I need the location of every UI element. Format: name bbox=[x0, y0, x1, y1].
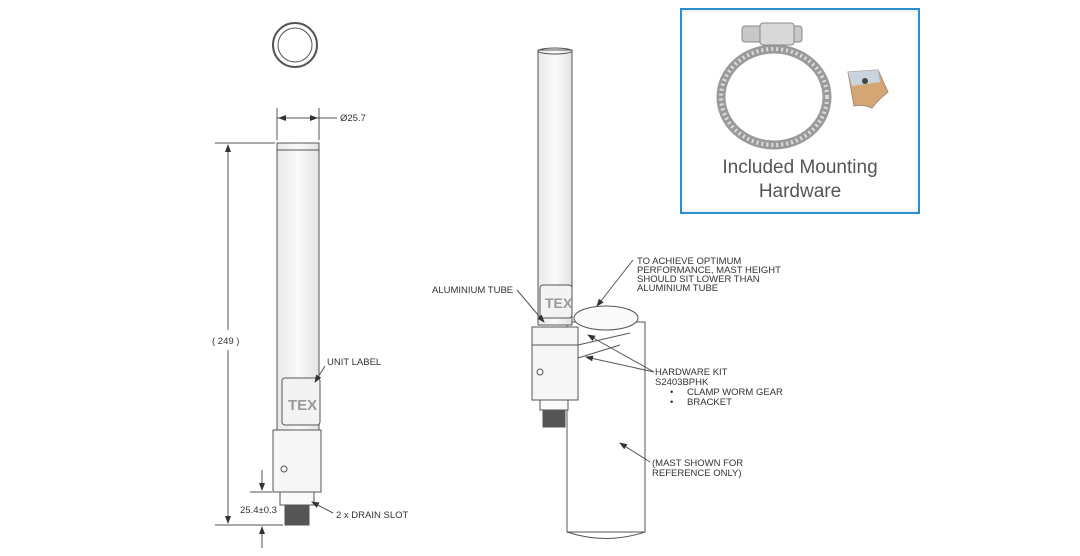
bullet: • bbox=[670, 387, 673, 398]
mast-note-line: (MAST SHOWN FOR bbox=[652, 458, 743, 469]
middle-mounted-drawing bbox=[516, 47, 655, 539]
hardware-kit-item: BRACKET bbox=[687, 397, 732, 408]
hardware-kit-title: HARDWARE KIT bbox=[655, 367, 728, 378]
diameter-label: Ø25.7 bbox=[340, 113, 366, 124]
hardware-images bbox=[716, 22, 889, 150]
height-label: ( 249 ) bbox=[212, 336, 239, 347]
note-line: TO ACHIEVE OPTIMUM bbox=[637, 256, 741, 267]
mast-note-line: REFERENCE ONLY) bbox=[652, 468, 742, 479]
connector-thread bbox=[284, 504, 310, 526]
worm-gear-clamp-image bbox=[716, 22, 832, 150]
hardware-kit-note: HARDWARE KIT S2403BPHK • CLAMP WORM GEAR… bbox=[655, 367, 783, 408]
mounted-label-text: TEX bbox=[545, 295, 573, 311]
optimum-note: TO ACHIEVE OPTIMUM PERFORMANCE, MAST HEI… bbox=[637, 256, 781, 294]
top-view-ring bbox=[272, 22, 318, 68]
unit-label-callout: UNIT LABEL bbox=[327, 357, 381, 368]
mast bbox=[566, 321, 646, 533]
aluminium-tube-callout: ALUMINIUM TUBE bbox=[432, 285, 513, 296]
unit-label-text: TEX bbox=[288, 397, 317, 414]
clamp-collar bbox=[531, 326, 579, 401]
bullet: • bbox=[670, 397, 673, 408]
bracket-ring bbox=[573, 305, 639, 331]
note-line: SHOULD SIT LOWER THAN bbox=[637, 274, 760, 285]
inset-caption: Included Mounting Hardware bbox=[682, 156, 918, 204]
note-line: PERFORMANCE, MAST HEIGHT bbox=[637, 265, 781, 276]
note-line: ALUMINIUM TUBE bbox=[637, 283, 718, 294]
bracket-image bbox=[847, 69, 889, 109]
hardware-kit-part-number: S2403BPHK bbox=[655, 377, 709, 388]
left-antenna-drawing bbox=[215, 22, 337, 548]
included-hardware-panel: Included Mounting Hardware bbox=[680, 8, 920, 214]
hardware-kit-item: CLAMP WORM GEAR bbox=[687, 387, 783, 398]
antenna-collar bbox=[272, 429, 322, 493]
base-dimension-label: 25.4±0.3 bbox=[240, 505, 277, 516]
caption-line: Hardware bbox=[758, 181, 842, 202]
unit-label-plate bbox=[281, 377, 321, 426]
drain-slot-callout: 2 x DRAIN SLOT bbox=[336, 510, 409, 521]
antenna-tube bbox=[537, 49, 573, 326]
caption-line: Included Mounting bbox=[722, 157, 878, 178]
